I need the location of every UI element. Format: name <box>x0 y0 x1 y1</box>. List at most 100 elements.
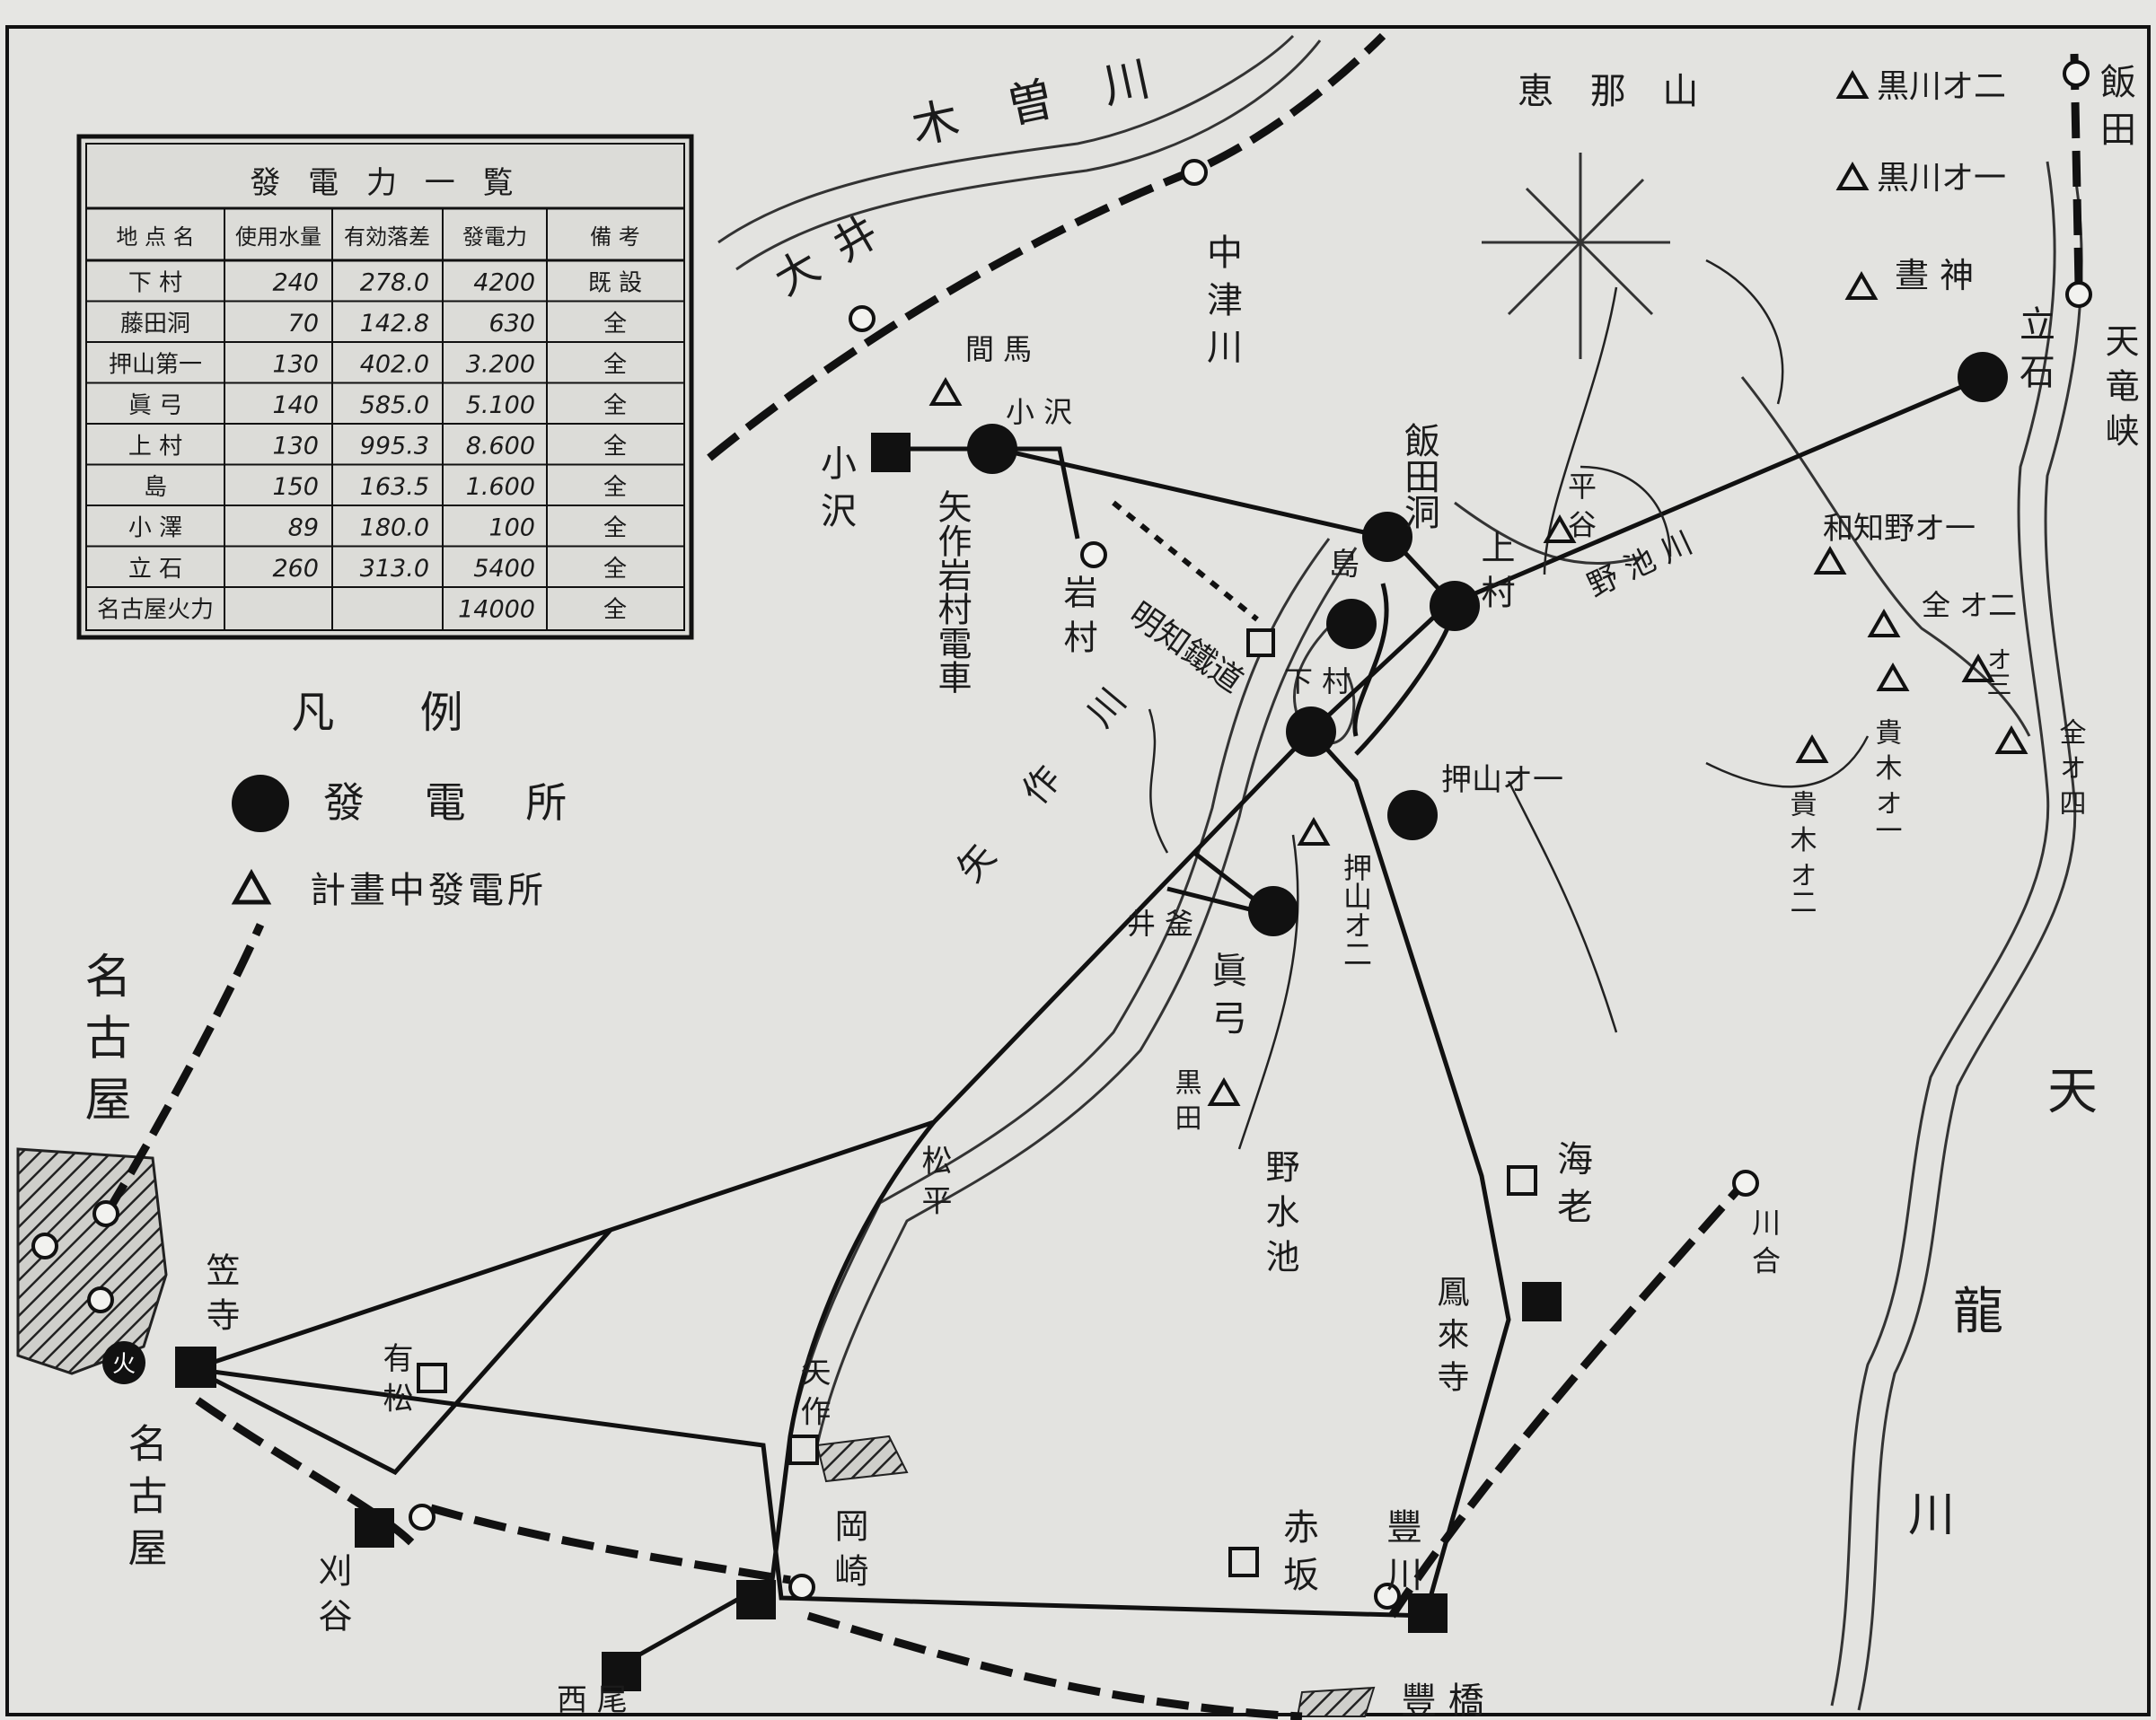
table-cell: 5400 <box>473 555 535 583</box>
planned-power-plants <box>928 69 2028 1106</box>
plant-kamimura[interactable] <box>1430 581 1480 631</box>
table-cell: 全 <box>603 597 627 624</box>
label-tateishi: 立 石 <box>2013 305 2055 389</box>
station-tenryukyo[interactable] <box>2065 281 2092 308</box>
substation-okazaki[interactable] <box>736 1580 776 1619</box>
table-cell: 4200 <box>473 269 535 297</box>
table-cell: 5.100 <box>466 391 535 419</box>
station-nagoya-2[interactable] <box>31 1233 58 1259</box>
label-kurota: 黒 田 <box>1170 1068 1201 1131</box>
label-ena-mountain: 恵 那 山 <box>1518 71 1711 112</box>
label-kariya: 刈 谷 <box>312 1553 352 1633</box>
plant-mayumi[interactable] <box>1248 886 1298 936</box>
substation-kozawa[interactable] <box>871 433 911 472</box>
label-matsudaira: 松 平 <box>916 1145 952 1215</box>
legend-planned-label: 計畫中發電所 <box>310 870 547 911</box>
nagoya-thermal-mark-glyph: 火 <box>112 1351 136 1378</box>
marker-yahagi[interactable] <box>788 1435 819 1465</box>
nagoya-city-area <box>16 1147 168 1375</box>
station-iwamura[interactable] <box>1080 541 1107 568</box>
table-cell: 上 村 <box>128 434 182 461</box>
station-nagoya-3[interactable] <box>87 1286 114 1313</box>
table-cell: 89 <box>288 514 319 542</box>
label-nagoya-top: 名 古 屋 <box>76 952 130 1121</box>
legend-planned-symbol <box>231 868 272 905</box>
table-cell: 既 設 <box>588 270 642 297</box>
label-okazaki: 岡 崎 <box>829 1508 868 1587</box>
label-ochiai-3: オ三 <box>1984 646 2013 697</box>
station-kawai[interactable] <box>1732 1170 1759 1197</box>
table-header-cell: 地 点 名 <box>116 224 194 250</box>
table-cell: 14000 <box>458 596 535 624</box>
station-nakatsugawa[interactable] <box>1181 159 1208 186</box>
table-header-cell: 發電力 <box>462 224 527 250</box>
label-mayumi: 眞 弓 <box>1205 952 1246 1035</box>
station-oi[interactable] <box>849 305 876 332</box>
planned-oshiyama-2[interactable] <box>1297 816 1331 846</box>
table-cell: 240 <box>272 269 319 297</box>
planned-hirugami[interactable] <box>1844 270 1879 300</box>
label-nakatsugawa: 中 津 川 <box>1201 233 1242 364</box>
substation-nishio[interactable] <box>602 1652 641 1691</box>
ena-mountain-peak-marks <box>1482 153 1670 359</box>
label-oshiyama-2: 押山オ二 <box>1339 853 1373 968</box>
nagoya-thermal-mark <box>102 1341 145 1384</box>
label-toyokawa: 豐 川 <box>1380 1508 1421 1592</box>
plant-kozawa[interactable] <box>967 424 1017 474</box>
plant-oshiyama-1[interactable] <box>1387 790 1438 840</box>
plant-iida-dam[interactable] <box>1362 512 1412 562</box>
label-shimomura: 下 村 <box>1284 664 1351 698</box>
label-nomizu-pond: 野 水 池 <box>1260 1149 1299 1273</box>
planned-ochiai-1[interactable] <box>1813 545 1847 575</box>
table-cell: 1.600 <box>466 473 535 501</box>
table-cell: 130 <box>272 351 319 379</box>
planned-ochiai-2[interactable] <box>1867 608 1901 637</box>
marker-akasaka[interactable] <box>1228 1547 1259 1577</box>
label-iida: 飯 田 <box>2094 63 2136 146</box>
table-cell: 70 <box>288 310 319 338</box>
table-cell: 名古屋火力 <box>97 597 214 624</box>
table-cell: 全 <box>603 556 627 583</box>
substation-kasadera[interactable] <box>175 1347 216 1388</box>
plant-shima[interactable] <box>1326 599 1377 649</box>
label-ten: 天 <box>2047 1063 2098 1121</box>
table-cell: 585.0 <box>360 391 429 419</box>
station-arimatsu[interactable] <box>409 1504 436 1531</box>
label-iwamura: 岩 村 <box>1058 575 1097 654</box>
label-kawa: 川 <box>1908 1488 1955 1542</box>
station-toyokawa[interactable] <box>1374 1583 1401 1610</box>
label-arimatsu: 有 松 <box>377 1342 413 1413</box>
marker-kaiju[interactable] <box>1507 1165 1537 1196</box>
substation-kariya[interactable] <box>355 1508 394 1548</box>
table-cell: 全 <box>603 352 627 379</box>
table-cell: 8.600 <box>466 433 535 461</box>
table-cell: 全 <box>603 434 627 461</box>
planned-hiradani[interactable] <box>1543 513 1577 543</box>
planned-ochiai-3[interactable] <box>1961 653 1995 682</box>
table-cell: 163.5 <box>360 473 429 501</box>
label-zen-4: 全 オ 四 <box>2055 718 2087 816</box>
table-cell: 下 村 <box>128 270 182 297</box>
planned-kurokawa-2[interactable] <box>1835 69 1870 99</box>
table-header-cell: 有効落差 <box>344 224 430 250</box>
station-iida[interactable] <box>2063 60 2090 87</box>
planned-mamaya[interactable] <box>928 376 963 406</box>
planned-kurota[interactable] <box>1207 1076 1241 1106</box>
planned-kiki-2[interactable] <box>1795 733 1829 763</box>
station-nagoya-1[interactable] <box>92 1200 119 1227</box>
plant-tateishi[interactable] <box>1958 352 2008 402</box>
substation-toyokawa[interactable] <box>1408 1593 1448 1633</box>
planned-kurokawa-1[interactable] <box>1835 161 1870 190</box>
substations <box>175 433 1562 1691</box>
planned-kiki-1[interactable] <box>1876 662 1910 691</box>
substation-horaiji[interactable] <box>1522 1282 1562 1321</box>
marker-arimatsu[interactable] <box>417 1363 447 1393</box>
label-toyohashi: 豐 橋 <box>1401 1681 1484 1720</box>
table-cell: 995.3 <box>360 433 429 461</box>
table-cell: 260 <box>272 555 319 583</box>
plant-shimomura[interactable] <box>1286 706 1336 757</box>
station-okazaki[interactable] <box>788 1574 815 1601</box>
planned-zen-4[interactable] <box>1994 724 2028 754</box>
marker-iwamura-line[interactable] <box>1246 628 1275 657</box>
label-tenryukyo: 天 竜 峡 <box>2099 323 2139 447</box>
